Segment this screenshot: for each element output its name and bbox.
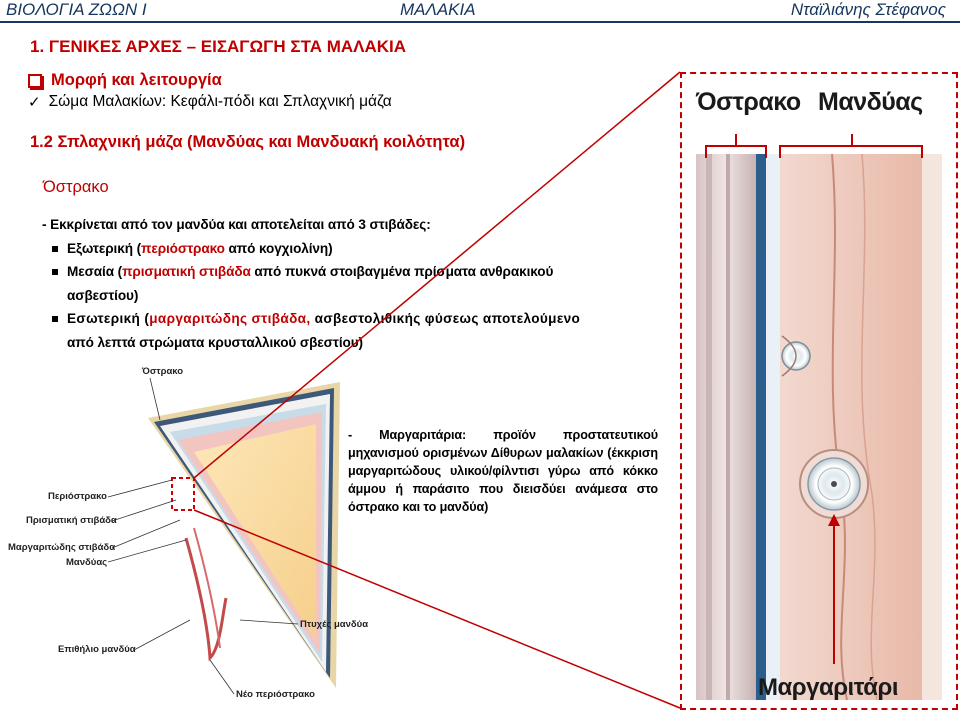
page-header: ΒΙΟΛΟΓΙΑ ΖΩΩΝ Ι ΜΑΛΑΚΙΑ Νταϊλιάνης Στέφα… [0, 0, 960, 22]
inner-mass [194, 424, 316, 640]
layer-middle: Μεσαία (πρισματική στιβάδα από πυκνά στο… [42, 260, 682, 284]
filled-square-bullet-icon [52, 245, 58, 252]
leader-periostracum [107, 479, 173, 498]
shell-text-block: - Εκκρίνεται από τον μανδύα και αποτελεί… [42, 213, 682, 354]
hollow-square-bullet-icon [28, 73, 42, 88]
leader-new-periostracum [209, 659, 235, 695]
pearl-note-box: - Μαργαριτάρια: προϊόν προστατευτικού μη… [342, 418, 662, 548]
label-periostracum: Περιόστρακο [48, 491, 107, 502]
periostracum-term: περιόστρακο [141, 240, 225, 256]
label-nacre: Μαργαριτώδης στιβάδα [8, 542, 116, 553]
mantle-fold-line [193, 527, 221, 649]
periostracum-band [756, 154, 766, 700]
zoom-box [171, 477, 195, 511]
nacre-term: μαργαριτώδης στιβάδα, [149, 311, 311, 326]
pearl-label: Μαργαριτάρι [758, 674, 899, 701]
nacre-band [766, 154, 780, 700]
shell-label-right: Όστρακο [696, 88, 801, 116]
label-new-periostracum: Νέο περιόστρακο [236, 689, 315, 700]
pearl-note: - Μαργαριτάρια: προϊόν προστατευτικού μη… [348, 428, 658, 514]
bullet-heading-row: Μορφή και λειτουργία [28, 71, 222, 90]
shell-heading: Όστρακο [43, 178, 109, 196]
pearl-ring [817, 467, 851, 501]
label-shell-top: Όστρακο [142, 366, 184, 377]
pearl-nucleus [831, 481, 837, 487]
check-item-row: ✓ Σώμα Μαλακίων: Κεφάλι-πόδι και Σπλαχνι… [28, 93, 392, 111]
shell-stripe [726, 154, 730, 700]
shell-section-diagram [148, 382, 340, 688]
leader-shell [149, 377, 161, 421]
label-epithelium: Επιθήλιο μανδύα [58, 644, 136, 655]
bullet-heading: Μορφή και λειτουργία [51, 71, 222, 89]
filled-square-bullet-icon [52, 316, 58, 323]
layer-middle-cont: ασβεστίου) [67, 287, 139, 303]
mantle-line [861, 153, 878, 701]
pearl-diagram [696, 134, 942, 701]
mantle-region [780, 154, 922, 700]
shell-intro: - Εκκρίνεται από τον μανδύα και αποτελεί… [42, 217, 431, 232]
leader-epithelium [133, 619, 191, 651]
zoom-line-top [193, 71, 681, 479]
pearl-diagram-frame [680, 72, 958, 710]
label-folds: Πτυχές μανδύα [300, 619, 369, 630]
header-topic: ΜΑΛΑΚΙΑ [400, 0, 476, 19]
filled-square-bullet-icon [52, 269, 58, 276]
zoom-line-bottom [193, 509, 681, 709]
leader-prismatic [111, 499, 177, 522]
mantle-folds [184, 537, 228, 662]
label-mantle: Μανδύας [66, 557, 108, 568]
leader-mantle [107, 539, 187, 563]
pearl-arrowhead [828, 514, 840, 526]
label-prismatic: Πρισματική στιβάδα [26, 515, 117, 526]
header-divider [0, 21, 960, 23]
shell-stripe [706, 154, 712, 700]
header-course: ΒΙΟΛΟΓΙΑ ΖΩΩΝ Ι [6, 0, 147, 19]
layer-inner-cont: από λεπτά στρώματα κρυσταλλικού σβεστίου… [67, 334, 363, 350]
check-icon: ✓ [28, 94, 41, 111]
check-item-text: Σώμα Μαλακίων: Κεφάλι-πόδι και Σπλαχνική… [48, 93, 392, 110]
layer-outer: Εξωτερική (περιόστρακο από κογχιολίνη) [42, 237, 682, 261]
mantle-label-right: Μανδύας [818, 88, 923, 116]
header-author: Νταϊλιάνης Στέφανος [790, 0, 946, 19]
section-title: 1. ΓΕΝΙΚΕΣ ΑΡΧΕΣ – ΕΙΣΑΓΩΓΗ ΣΤΑ ΜΑΛΑΚΙΑ [30, 37, 407, 56]
small-pearl-sac [781, 335, 797, 377]
leader-nacre [111, 519, 181, 549]
subsection-title: 1.2 Σπλαχνική μάζα (Μανδύας και Μανδυακή… [30, 133, 466, 151]
leader-folds [239, 619, 299, 625]
prismatic-term: πρισματική στιβάδα [122, 264, 251, 279]
